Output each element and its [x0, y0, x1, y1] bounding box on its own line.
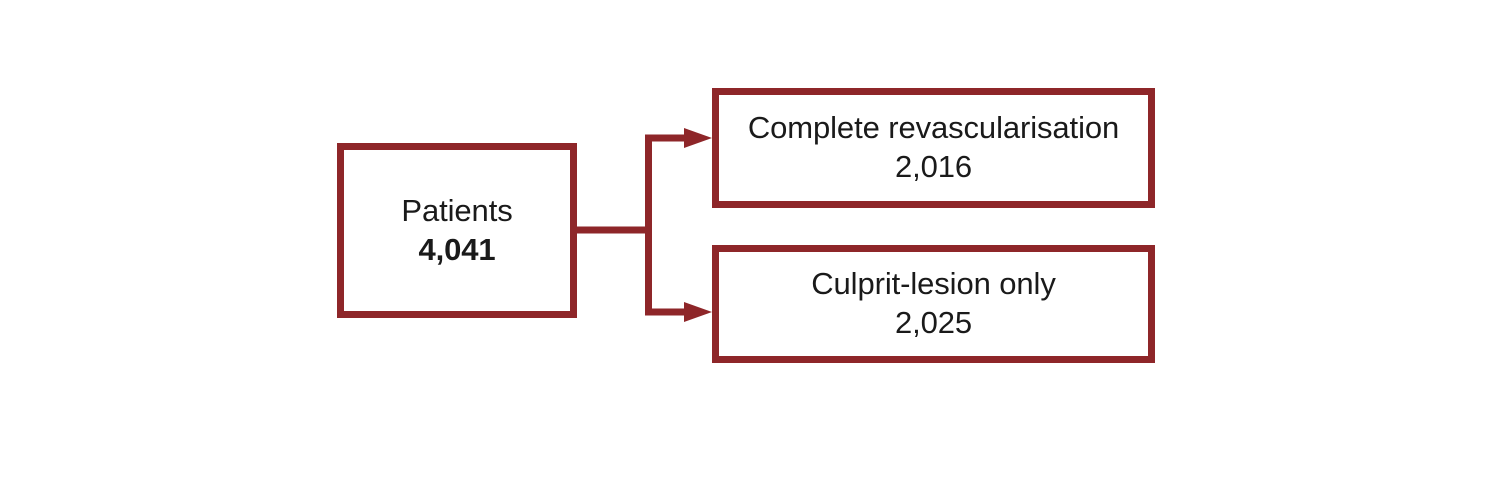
node-complete-revascularisation: Complete revascularisation 2,016 [712, 88, 1155, 208]
node-culprit-lesion-only-value: 2,025 [894, 305, 973, 340]
node-complete-revascularisation-label: Complete revascularisation [747, 110, 1120, 146]
node-patients: Patients 4,041 [337, 143, 577, 318]
node-patients-value: 4,041 [418, 231, 496, 267]
connector-to-culprit-lesion-only [645, 226, 684, 316]
node-patients-label: Patients [401, 192, 513, 228]
arrowhead-culprit-lesion-only-icon [684, 302, 712, 322]
node-complete-revascularisation-value: 2,016 [894, 149, 973, 184]
node-culprit-lesion-only-label: Culprit-lesion only [811, 266, 1056, 302]
connector-to-complete-revascularisation [645, 134, 684, 234]
node-culprit-lesion-only: Culprit-lesion only 2,025 [712, 245, 1155, 363]
arrowhead-complete-revascularisation-icon [684, 128, 712, 148]
